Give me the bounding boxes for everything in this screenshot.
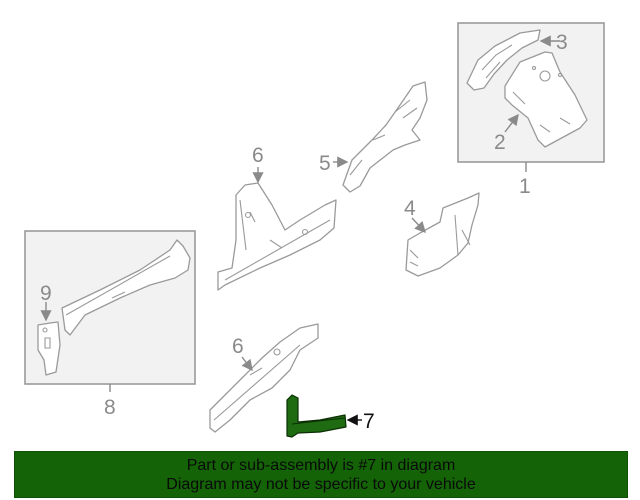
assembly-box-8: 9 bbox=[24, 230, 196, 385]
parts-diagram: 3 2 1 5 6 4 9 bbox=[24, 22, 605, 438]
part-6-upper[interactable] bbox=[217, 182, 337, 291]
part-7-highlighted[interactable] bbox=[286, 394, 347, 438]
part-3[interactable] bbox=[466, 29, 541, 91]
callout-6-lower: 6 bbox=[232, 335, 244, 358]
part-2[interactable] bbox=[504, 51, 588, 148]
part-6-lower[interactable] bbox=[209, 323, 319, 433]
banner-line-1: Part or sub-assembly is #7 in diagram bbox=[186, 456, 456, 474]
assembly-box-1: 3 2 bbox=[457, 22, 605, 163]
banner-line-2: Diagram may not be specific to your vehi… bbox=[166, 475, 476, 493]
callout-3: 3 bbox=[556, 31, 568, 54]
callout-1: 1 bbox=[519, 175, 531, 198]
info-banner: Part or sub-assembly is #7 in diagram Di… bbox=[14, 451, 628, 498]
callout-2: 2 bbox=[494, 131, 506, 154]
part-4[interactable] bbox=[405, 192, 480, 277]
callout-7: 7 bbox=[363, 410, 375, 433]
callout-6-upper: 6 bbox=[252, 144, 264, 167]
callout-9: 9 bbox=[40, 282, 52, 305]
callout-8: 8 bbox=[104, 396, 116, 419]
callout-5: 5 bbox=[319, 152, 331, 175]
part-5[interactable] bbox=[342, 81, 428, 193]
callout-4: 4 bbox=[404, 197, 416, 220]
part-8-rail[interactable] bbox=[61, 239, 191, 336]
part-9[interactable] bbox=[37, 321, 61, 376]
